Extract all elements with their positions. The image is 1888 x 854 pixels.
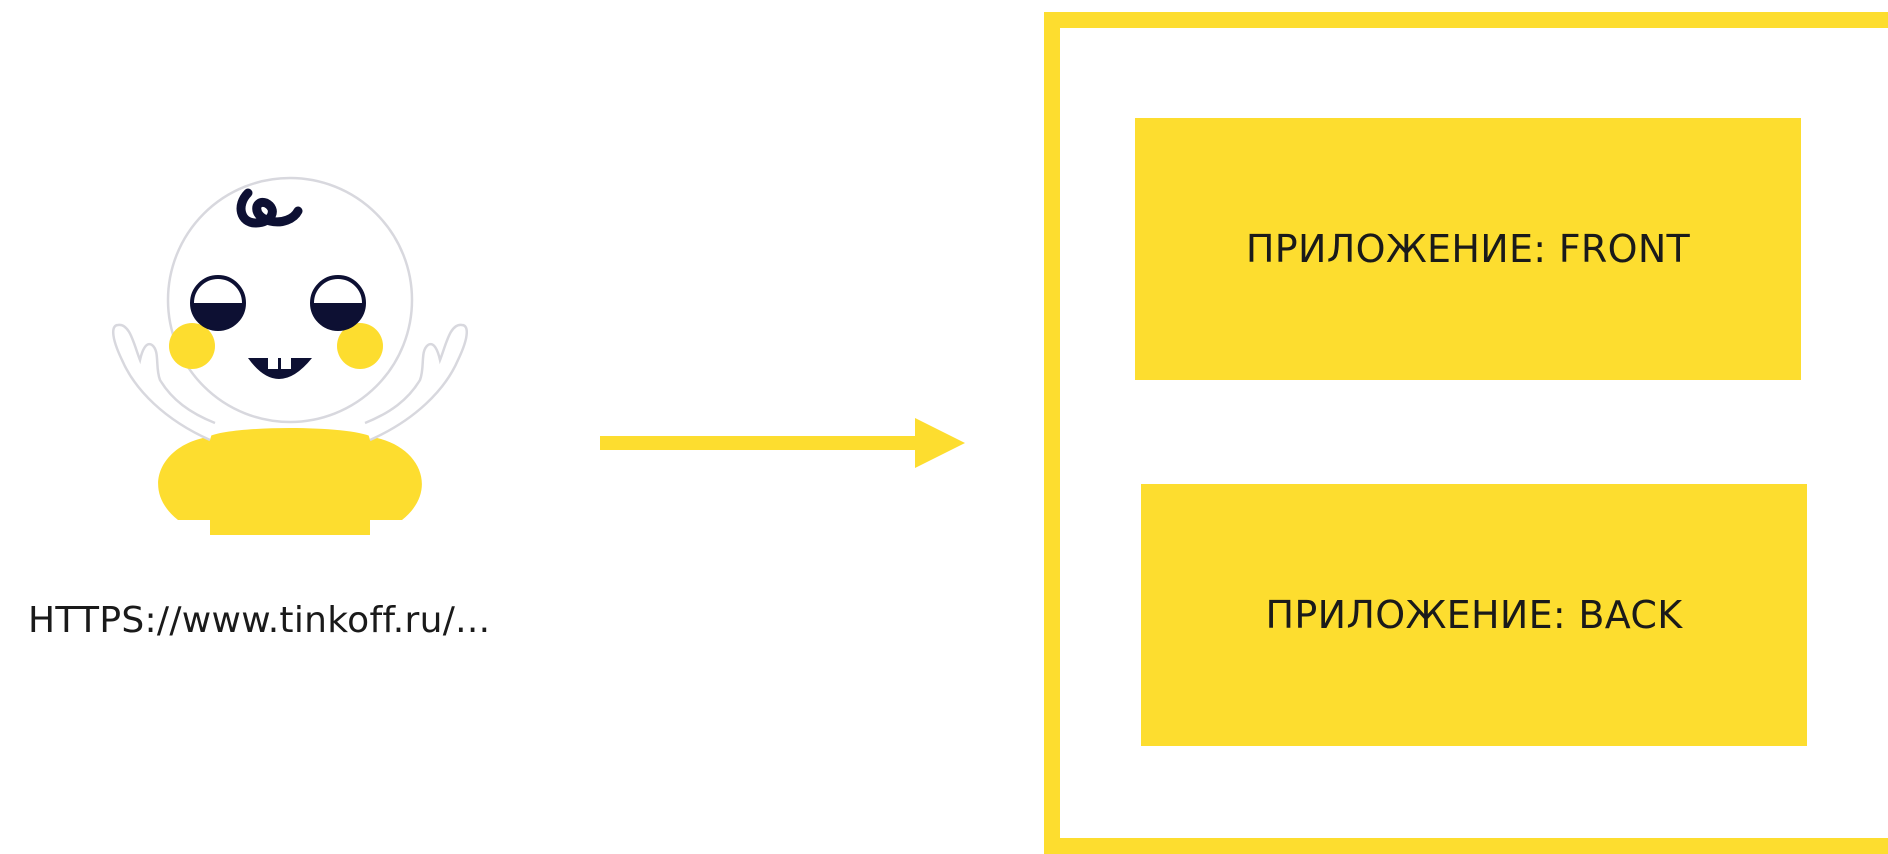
app-front-box: ПРИЛОЖЕНИЕ: FRONT — [1135, 118, 1801, 380]
baby-mascot-icon — [112, 176, 468, 535]
app-back-box: ПРИЛОЖЕНИЕ: BACK — [1141, 484, 1807, 746]
app-front-label: ПРИЛОЖЕНИЕ: FRONT — [1245, 227, 1691, 271]
app-back-label: ПРИЛОЖЕНИЕ: BACK — [1265, 593, 1683, 637]
arrow-right-icon — [600, 418, 965, 468]
url-text: HTTPS://www.tinkoff.ru/... — [28, 600, 491, 641]
